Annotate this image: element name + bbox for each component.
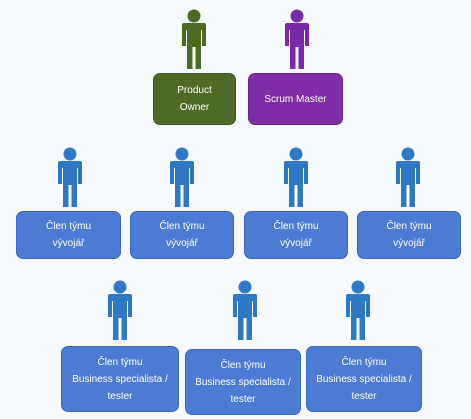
developer-person-icon xyxy=(166,147,198,209)
developer-label-line1: Člen týmu xyxy=(159,221,205,232)
scrum-master-box: Scrum Master xyxy=(248,73,343,125)
developer-person-icon xyxy=(392,147,424,209)
scrum-master-person-icon xyxy=(281,9,313,71)
specialist-label-line2: Business specialista / xyxy=(316,373,412,385)
specialist-label-line2: Business specialista / xyxy=(195,376,291,388)
specialist-person-icon xyxy=(229,280,261,342)
specialist-box: Člen týmu Business specialista / tester xyxy=(61,346,179,412)
developer-label-line2: vývojář xyxy=(52,238,85,249)
developer-label-line1: Člen týmu xyxy=(273,221,319,232)
developer-person-icon xyxy=(54,147,86,209)
specialist-label-line1: Člen týmu xyxy=(341,356,387,368)
developer-box: Člen týmu vývojář xyxy=(16,211,121,259)
product-owner-person-icon xyxy=(178,9,210,71)
specialist-label-line1: Člen týmu xyxy=(220,359,266,371)
specialist-person-icon xyxy=(342,280,374,342)
developer-box: Člen týmu vývojář xyxy=(130,211,234,259)
developer-box: Člen týmu vývojář xyxy=(357,211,461,259)
specialist-label-line3: tester xyxy=(230,393,256,405)
developer-label-line1: Člen týmu xyxy=(45,221,91,232)
product-owner-label-line1: Product xyxy=(177,85,212,96)
developer-label-line1: Člen týmu xyxy=(386,221,432,232)
specialist-person-icon xyxy=(104,280,136,342)
developer-label-line2: vývojář xyxy=(280,238,312,249)
developer-person-icon xyxy=(280,147,312,209)
developer-label-line2: vývojář xyxy=(393,238,425,249)
developer-label-line2: vývojář xyxy=(166,238,198,249)
specialist-label-line2: Business specialista / xyxy=(72,373,168,385)
product-owner-label-line2: Owner xyxy=(179,102,210,113)
specialist-box: Člen týmu Business specialista / tester xyxy=(185,349,301,415)
specialist-label-line3: tester xyxy=(351,390,377,402)
specialist-box: Člen týmu Business specialista / tester xyxy=(306,346,422,412)
specialist-label-line1: Člen týmu xyxy=(97,356,143,368)
product-owner-box: Product Owner xyxy=(153,73,236,125)
developer-box: Člen týmu vývojář xyxy=(244,211,348,259)
specialist-label-line3: tester xyxy=(107,390,133,402)
scrum-master-label: Scrum Master xyxy=(264,93,327,105)
